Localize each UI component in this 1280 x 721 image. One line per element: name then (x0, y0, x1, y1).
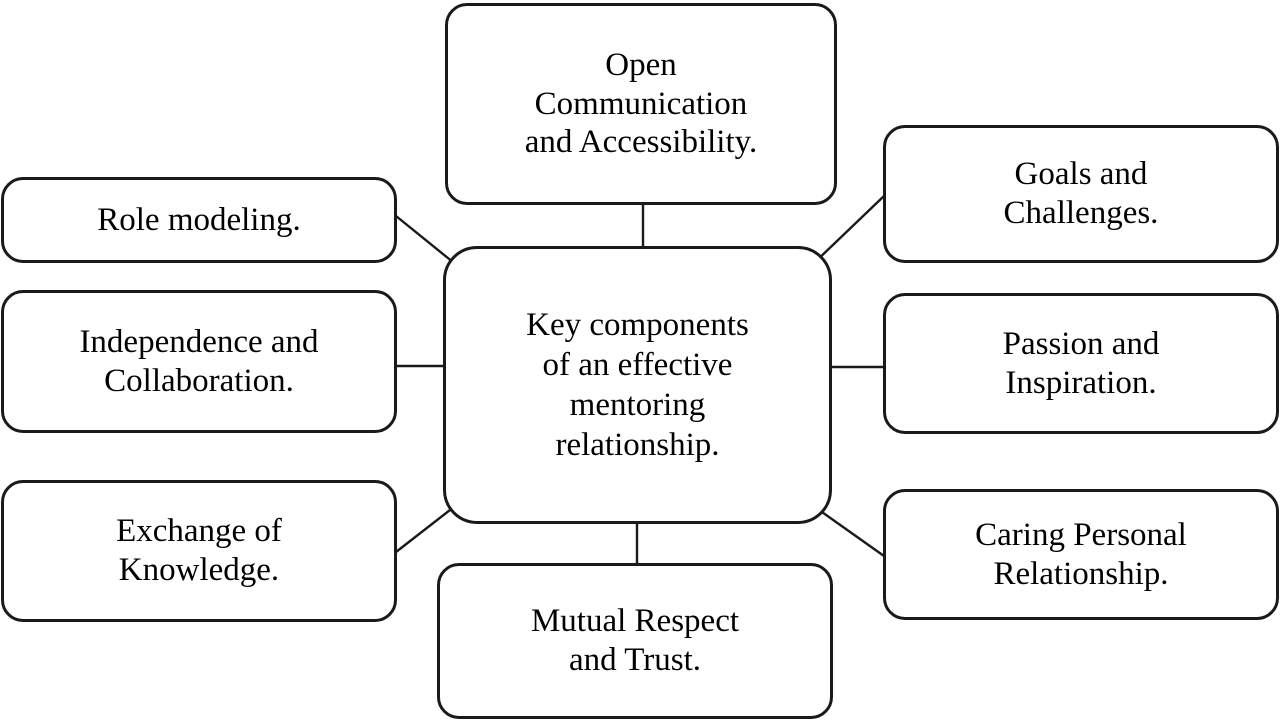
node-caring-personal-relationship[interactable]: Caring Personal Relationship. (883, 489, 1279, 620)
node-mutual-respect-and-trust[interactable]: Mutual Respect and Trust. (437, 563, 833, 719)
node-independence-and-collaboration-label: Independence and Collaboration. (79, 323, 319, 399)
node-open-communication-label: Open Communication and Accessibility. (524, 46, 758, 161)
node-exchange-of-knowledge[interactable]: Exchange of Knowledge. (1, 480, 397, 622)
connector-center-to-goals-and-challenges (811, 195, 885, 266)
node-goals-and-challenges[interactable]: Goals and Challenges. (883, 125, 1279, 263)
node-mutual-respect-and-trust-label: Mutual Respect and Trust. (530, 603, 740, 678)
node-role-modeling[interactable]: Role modeling. (1, 177, 397, 263)
node-open-communication[interactable]: Open Communication and Accessibility. (445, 3, 837, 205)
node-exchange-of-knowledge-label: Exchange of Knowledge. (116, 513, 282, 588)
connector-center-to-role-modeling (395, 215, 460, 268)
node-center-key-components[interactable]: Key components of an effective mentoring… (443, 246, 832, 524)
node-center-label: Key components of an effective mentoring… (526, 306, 749, 464)
node-caring-personal-relationship-label: Caring Personal Relationship. (975, 516, 1187, 592)
node-passion-and-inspiration-label: Passion and Inspiration. (1002, 325, 1160, 401)
connector-center-to-exchange-of-knowledge (395, 502, 460, 553)
connector-center-to-caring-personal-relationship (811, 504, 885, 557)
node-passion-and-inspiration[interactable]: Passion and Inspiration. (883, 293, 1279, 434)
node-goals-and-challenges-label: Goals and Challenges. (1003, 156, 1159, 231)
node-independence-and-collaboration[interactable]: Independence and Collaboration. (1, 290, 397, 433)
node-role-modeling-label: Role modeling. (97, 201, 301, 238)
